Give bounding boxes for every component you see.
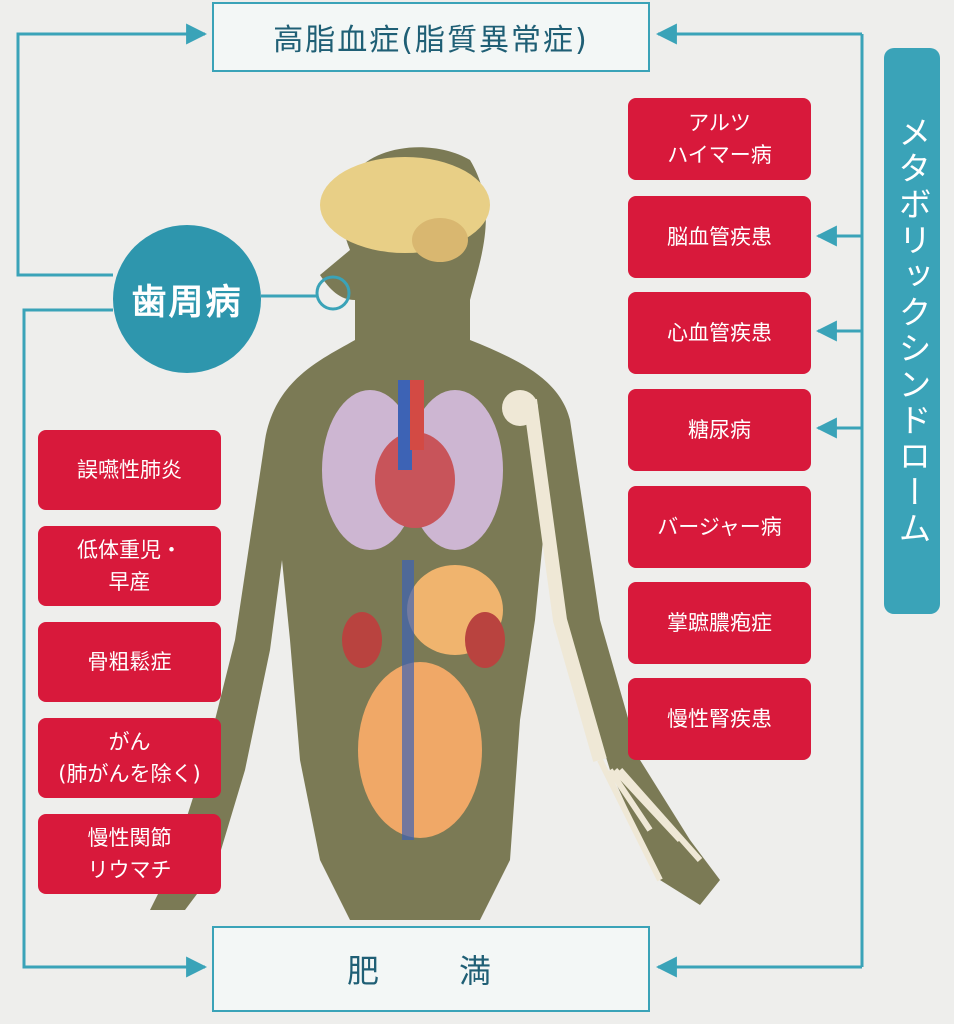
kidney-right-illustration: [465, 612, 505, 668]
obesity-box: 肥 満: [212, 926, 650, 1012]
heart-illustration: [375, 432, 455, 528]
arm-bone-illustration: [523, 399, 607, 762]
periodontal-disease-label: 歯周病: [131, 282, 243, 323]
condition-osteoporosis: 骨粗鬆症: [38, 622, 221, 702]
periodontal-disease-circle: 歯周病: [113, 225, 261, 373]
connector-lines: [16, 23, 864, 978]
condition-chronic-kidney: 慢性腎疾患: [628, 678, 811, 760]
condition-rheumatoid-arthritis: 慢性関節 リウマチ: [38, 814, 221, 894]
hyperlipidemia-label: 高脂血症(脂質異常症): [273, 23, 589, 58]
obesity-label: 肥 満: [346, 952, 515, 990]
uterus-fetus-illustration: [358, 662, 482, 838]
condition-cerebrovascular: 脳血管疾患: [628, 196, 811, 278]
condition-cardiovascular: 心血管疾患: [628, 292, 811, 374]
mouth-marker: [315, 275, 351, 311]
condition-aspiration-pneumonia: 誤嚥性肺炎: [38, 430, 221, 510]
metabolic-syndrome-label: メタボリックシンドローム: [893, 115, 932, 547]
human-body-illustration: [150, 147, 720, 920]
condition-buergers: バージャー病: [628, 486, 811, 568]
condition-diabetes: 糖尿病: [628, 389, 811, 471]
condition-cancer: がん (肺がんを除く): [38, 718, 221, 798]
metabolic-syndrome-bar: メタボリックシンドローム: [884, 48, 940, 614]
kidney-left-illustration: [342, 612, 382, 668]
condition-low-birth-weight: 低体重児・ 早産: [38, 526, 221, 606]
condition-palmoplantar: 掌蹠膿疱症: [628, 582, 811, 664]
hyperlipidemia-box: 高脂血症(脂質異常症): [212, 2, 650, 72]
condition-alzheimers: アルツ ハイマー病: [628, 98, 811, 180]
